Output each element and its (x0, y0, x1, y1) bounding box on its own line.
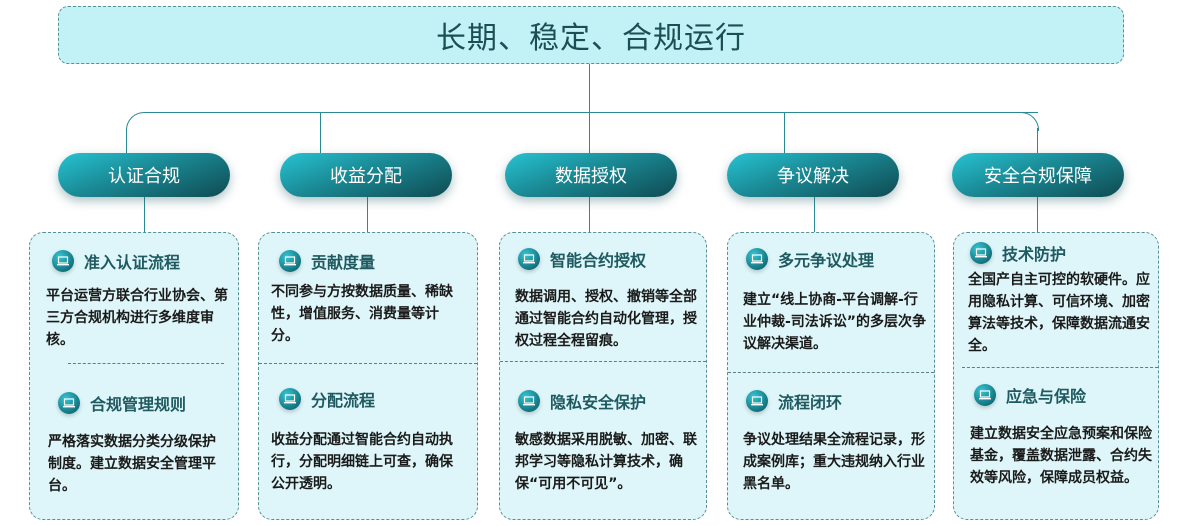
section-divider (728, 372, 934, 373)
connector-pill-card-5 (1037, 197, 1038, 233)
card-section: 隐私安全保护 (500, 389, 706, 413)
pillar-label: 争议解决 (777, 166, 849, 187)
section-title: 多元争议处理 (778, 251, 875, 270)
section-body: 不同参与方按数据质量、稀缺性，增值服务、消费量等计分。 (271, 284, 453, 344)
pillar-card-certification: 准入认证流程 平台运营方联合行业协会、第三方合规机构进行多维度审核。 合规管理规… (29, 232, 239, 520)
card-section: 分配流程 (259, 387, 477, 411)
laptop-icon (58, 392, 80, 414)
section-body: 数据调用、授权、撤销等全部通过智能合约自动化管理，授权过程全程留痕。 (515, 289, 697, 349)
section-title: 智能合约授权 (550, 251, 647, 270)
laptop-icon (279, 250, 301, 272)
card-section: 准入认证流程 (30, 249, 238, 273)
card-section: 合规管理规则 (30, 391, 238, 415)
section-title: 技术防护 (1002, 245, 1067, 264)
section-title: 准入认证流程 (84, 253, 181, 272)
pillar-card-security: 技术防护 全国产自主可控的软硬件。应用隐私计算、可信环境、加密算法等技术，保障数… (953, 232, 1159, 520)
section-title: 分配流程 (311, 391, 376, 410)
section-body: 建立“线上协商-平台调解-行业仲裁-司法诉讼”的多层次争议解决渠道。 (743, 292, 927, 352)
laptop-icon (518, 390, 540, 412)
laptop-icon (746, 248, 768, 270)
pillar-label: 数据授权 (555, 166, 627, 187)
connector-pill-card-1 (144, 197, 145, 233)
connector-pill-card-3 (589, 197, 590, 233)
card-section: 贡献度量 (259, 249, 477, 273)
pillar-label: 认证合规 (108, 166, 180, 187)
connector-bus (144, 112, 1038, 113)
pillar-pill-authorization: 数据授权 (505, 153, 677, 197)
connector-drop-1 (126, 128, 127, 153)
laptop-icon (974, 384, 996, 406)
section-divider (500, 361, 706, 362)
connector-corner-left (126, 112, 145, 131)
connector-drop-2 (320, 112, 321, 153)
section-body: 严格落实数据分类分级保护制度。建立数据安全管理平台。 (48, 434, 216, 494)
card-section: 流程闭环 (728, 389, 934, 413)
section-body: 争议处理结果全流程记录，形成案例库；重大违规纳入行业黑名单。 (743, 432, 925, 492)
pillar-label: 安全合规保障 (984, 166, 1092, 187)
laptop-icon (518, 248, 540, 270)
section-divider (68, 363, 224, 364)
diagram-title: 长期、稳定、合规运行 (436, 21, 746, 56)
laptop-icon (52, 250, 74, 272)
title-banner: 长期、稳定、合规运行 (58, 6, 1124, 64)
pillar-card-dispute: 多元争议处理 建立“线上协商-平台调解-行业仲裁-司法诉讼”的多层次争议解决渠道… (727, 232, 935, 520)
section-title: 合规管理规则 (90, 395, 187, 414)
pillar-pill-certification: 认证合规 (58, 153, 230, 197)
section-title: 隐私安全保护 (550, 393, 647, 412)
pillar-label: 收益分配 (330, 166, 402, 187)
card-section: 应急与保险 (954, 383, 1158, 407)
laptop-icon (970, 242, 992, 264)
section-divider (962, 367, 1158, 368)
connector-pill-card-4 (814, 197, 815, 233)
section-body: 建立数据安全应急预案和保险基金，覆盖数据泄露、合约失效等风险，保障成员权益。 (970, 426, 1152, 486)
section-body: 敏感数据采用脱敏、加密、联邦学习等隐私计算技术，确保“可用不可见”。 (515, 432, 697, 492)
card-section: 技术防护 (954, 241, 1158, 265)
card-section: 多元争议处理 (728, 247, 934, 271)
section-divider (259, 363, 477, 364)
connector-drop-4 (784, 112, 785, 153)
pillar-card-revenue: 贡献度量 不同参与方按数据质量、稀缺性，增值服务、消费量等计分。 分配流程 收益… (258, 232, 478, 520)
connector-drop-5 (1037, 128, 1038, 153)
card-section: 智能合约授权 (500, 247, 706, 271)
section-title: 应急与保险 (1006, 387, 1087, 406)
section-title: 流程闭环 (778, 393, 843, 412)
connector-trunk (589, 64, 590, 153)
section-body: 平台运营方联合行业协会、第三方合规机构进行多维度审核。 (46, 288, 228, 348)
section-body: 收益分配通过智能合约自动执行，分配明细链上可查，确保公开透明。 (271, 432, 453, 492)
pillar-pill-security: 安全合规保障 (952, 153, 1124, 197)
section-body: 全国产自主可控的软硬件。应用隐私计算、可信环境、加密算法等技术，保障数据流通安全… (968, 272, 1150, 354)
pillar-pill-dispute: 争议解决 (727, 153, 899, 197)
laptop-icon (279, 388, 301, 410)
pillar-pill-revenue: 收益分配 (280, 153, 452, 197)
pillar-card-authorization: 智能合约授权 数据调用、授权、撤销等全部通过智能合约自动化管理，授权过程全程留痕… (499, 232, 707, 520)
laptop-icon (746, 390, 768, 412)
connector-pill-card-2 (367, 197, 368, 233)
section-title: 贡献度量 (311, 253, 376, 272)
